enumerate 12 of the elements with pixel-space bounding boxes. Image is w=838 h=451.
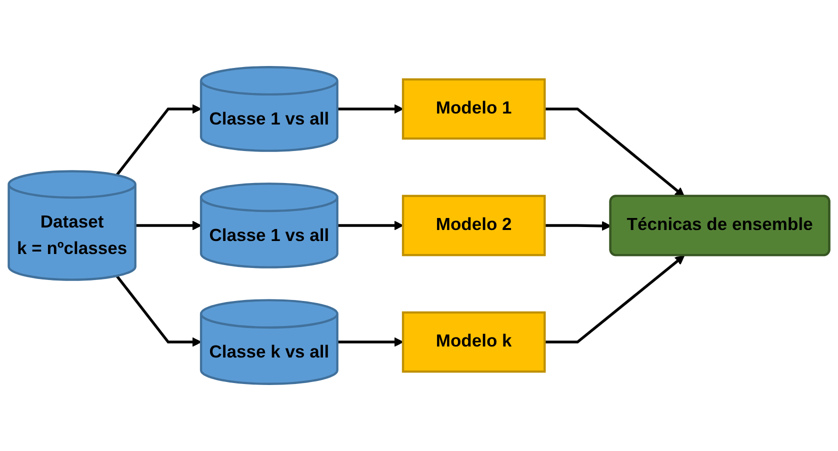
node-box: Modelo 1 <box>402 78 546 140</box>
node-box: Modelo 2 <box>402 194 546 256</box>
arrow <box>337 220 404 230</box>
arrow <box>337 104 404 114</box>
arrow <box>337 337 404 347</box>
arrow <box>116 104 202 176</box>
arrow <box>544 221 612 231</box>
node-box: Modelo k <box>402 311 546 373</box>
arrow <box>116 275 202 347</box>
arrow <box>135 220 202 230</box>
arrow <box>544 255 685 344</box>
arrow <box>544 108 685 197</box>
